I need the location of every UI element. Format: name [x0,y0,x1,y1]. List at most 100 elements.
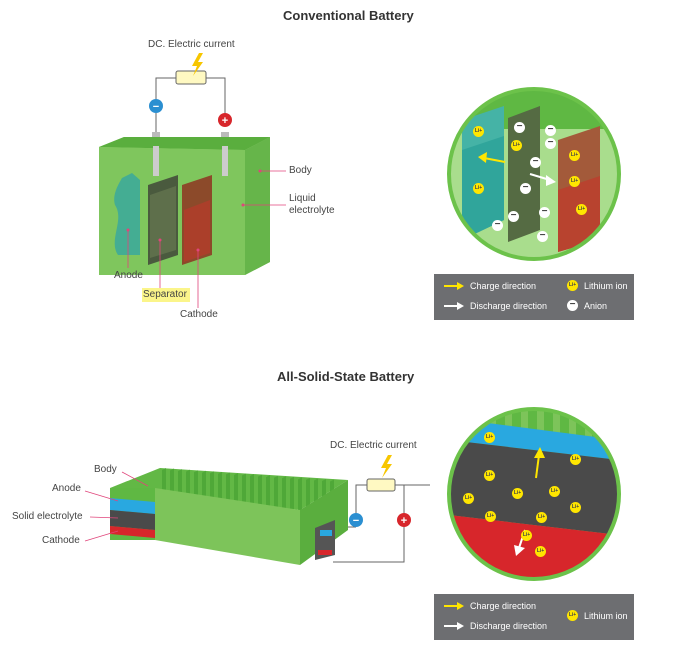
lithium-ion-icon: Li+ [521,530,532,541]
anion-icon: − [537,231,548,242]
conventional-current-label: DC. Electric current [148,39,235,50]
solid-anode-label: Anode [52,483,81,494]
anion-icon: − [567,300,578,311]
solid-body-front [155,488,300,565]
legend-anion-label: Anion [584,300,608,311]
zoom-cooling-fin [544,409,553,438]
legend-lithium-label: Lithium ion [584,280,628,291]
lithium-ion-icon: Li+ [485,511,496,522]
discharge-arrow-icon [444,302,464,310]
zoom-cooling-fin [528,409,537,436]
cooling-fin [274,475,278,510]
solid-legend-discharge-label: Discharge direction [470,621,548,631]
conventional-resistor [175,70,207,85]
solid-legend-lithium-label: Lithium ion [584,610,628,621]
svg-text:+: + [401,515,407,527]
lithium-ion-icon: Li+ [536,512,547,523]
anion-icon: − [530,157,541,168]
anion-icon: − [492,220,503,231]
solid-title: All-Solid-State Battery [277,369,415,384]
solid-legend: Charge direction Discharge direction Li+… [434,594,634,640]
legend-charge-label: Charge direction [470,281,537,291]
cooling-fin [202,470,206,501]
conventional-cathode-label: Cathode [180,309,218,320]
anion-icon: − [508,211,519,222]
cooling-fin [250,474,254,507]
svg-text:−: − [153,101,159,113]
lithium-ion-icon: Li+ [511,140,522,151]
conventional-lightning-icon [192,53,203,76]
cooling-fin [226,472,230,504]
lithium-ion-icon: Li+ [570,502,581,513]
lithium-ion-icon: Li+ [569,176,580,187]
lithium-ion-icon: Li+ [512,488,523,499]
cooling-fin [210,471,214,502]
solid-anode-layer [110,498,155,514]
solid-discharge-arrow-icon [444,622,464,630]
legend-discharge-label: Discharge direction [470,301,548,311]
solid-positive-terminal [397,513,411,527]
lithium-ion-icon: Li+ [484,432,495,443]
anion-icon: − [545,125,556,136]
conventional-zoom-circle [449,89,619,259]
cooling-fin [162,468,166,496]
solid-lithium-ion-icon: Li+ [567,610,578,621]
conventional-negative-terminal [149,99,163,113]
cooling-fin [242,473,246,506]
solid-legend-charge-label: Charge direction [470,601,537,611]
solid-charge-arrow-icon [444,602,464,610]
lithium-ion-icon: Li+ [463,493,474,504]
conventional-separator-label: Separator [143,289,187,300]
solid-zoom-circle [449,409,619,579]
conventional-positive-terminal [218,113,232,127]
separator-highlight [142,288,190,302]
conventional-title: Conventional Battery [283,8,414,23]
conventional-legend: Charge direction Discharge direction Li+… [434,274,634,320]
solid-electrolyte-label: Solid electrolyte [12,511,83,522]
cooling-fin [218,471,222,503]
cooling-fin [178,469,182,498]
lithium-ion-icon: Li+ [567,280,578,291]
lithium-ion-icon: Li+ [535,546,546,557]
cooling-fin [234,472,238,505]
lithium-ion-icon: Li+ [549,486,560,497]
conventional-anode-label: Anode [114,270,143,281]
svg-text:+: + [222,115,228,127]
anion-icon: − [539,207,550,218]
lithium-ion-icon: Li+ [484,470,495,481]
cooling-fin [186,469,190,499]
cooling-fin [290,476,294,512]
conventional-electrolyte-label-2: electrolyte [289,205,335,216]
zoom-cooling-fin [496,409,505,432]
zoom-cooling-fin [560,409,569,440]
solid-cathode-label: Cathode [42,535,80,546]
lithium-ion-icon: Li+ [473,183,484,194]
solid-current-label: DC. Electric current [330,440,417,451]
cooling-fin [194,470,198,500]
lithium-ion-icon: Li+ [576,204,587,215]
solid-resistor [366,478,396,492]
cooling-fin [298,477,302,513]
svg-text:−: − [353,515,359,527]
conventional-anode [114,173,140,255]
cooling-fin [282,476,286,511]
charge-arrow-icon [444,282,464,290]
cooling-fin [266,475,270,509]
solid-electrolyte-layer [110,510,155,530]
cooling-fin [170,468,174,497]
solid-cathode-layer [110,526,155,538]
lithium-ion-icon: Li+ [473,126,484,137]
lithium-ion-icon: Li+ [569,150,580,161]
conventional-electrolyte-label-1: Liquid [289,193,316,204]
solid-body-label: Body [94,464,117,475]
conventional-body-label: Body [289,165,312,176]
zoom-cooling-fin [576,409,585,442]
cooling-fin [258,474,262,508]
zoom-cooling-fin [512,409,521,434]
anion-icon: − [514,122,525,133]
anion-icon: − [520,183,531,194]
anion-icon: − [545,138,556,149]
solid-lightning-icon [381,455,392,478]
